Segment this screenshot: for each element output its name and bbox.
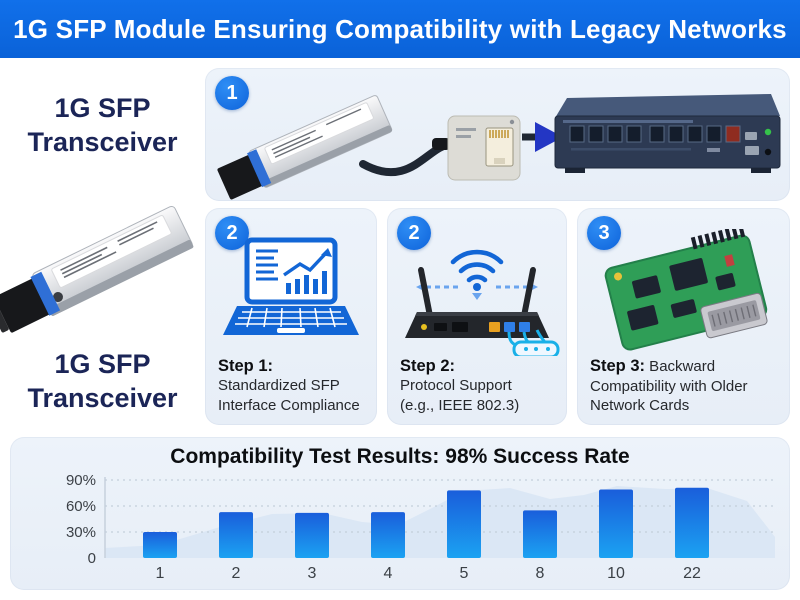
step-1-title: Step 1: xyxy=(218,357,274,375)
step-3-title: Step 3: xyxy=(590,357,646,375)
bar xyxy=(219,512,253,558)
step-badge-2a: 2 xyxy=(215,216,249,250)
area-silhouette xyxy=(105,486,775,558)
x-tick-label: 2 xyxy=(232,565,241,582)
step-1-text: Step 1: Standardized SFP Interface Compl… xyxy=(218,356,368,415)
bar xyxy=(371,512,405,558)
x-tick-label: 4 xyxy=(384,565,393,582)
chart-title: Compatibility Test Results: 98% Success … xyxy=(170,445,630,468)
bar-chart: 90% 60% 30% 0 1 2 3 4 5 8 10 22 xyxy=(66,472,775,582)
x-tick-label: 22 xyxy=(683,565,701,582)
bar xyxy=(675,487,709,558)
step-card-3: 3 xyxy=(577,208,790,425)
x-tick-label: 5 xyxy=(460,565,469,582)
bar xyxy=(523,510,557,558)
bar xyxy=(599,489,633,558)
connection-diagram-panel: 1 xyxy=(205,68,790,201)
step-badge-1: 1 xyxy=(215,76,249,110)
y-tick-label: 90% xyxy=(66,472,96,489)
x-tick-label: 8 xyxy=(536,565,545,582)
laptop-chart-icon xyxy=(205,230,377,356)
step-card-2: 2 xyxy=(387,208,567,425)
step-3-text: Step 3: Backward Compatibility with Olde… xyxy=(590,356,781,416)
x-axis-labels: 1 2 3 4 5 8 10 22 xyxy=(156,565,701,582)
header-bar: 1G SFP Module Ensuring Compatibility wit… xyxy=(0,0,800,58)
step-1-description: Standardized SFP Interface Compliance xyxy=(218,377,360,414)
sfp-transceiver-photo xyxy=(0,165,205,347)
bar xyxy=(295,512,329,558)
gridlines xyxy=(105,479,775,533)
bar xyxy=(143,532,177,558)
connection-diagram xyxy=(217,94,781,200)
bars xyxy=(143,487,709,558)
step-badge-2b: 2 xyxy=(397,216,431,250)
transceiver-label-top: 1G SFP Transceiver xyxy=(27,93,178,157)
wireless-router-icon xyxy=(387,230,567,356)
arrow-right-icon xyxy=(535,122,563,152)
step-3-description: Backward Compatibility with Older Networ… xyxy=(590,358,748,415)
ethernet-switch-image xyxy=(554,94,781,173)
x-tick-label: 3 xyxy=(308,565,317,582)
step-2-title: Step 2: xyxy=(400,357,456,375)
step-2-text: Step 2: Protocol Support (e.g., IEEE 802… xyxy=(400,356,558,415)
x-tick-label: 10 xyxy=(607,565,625,582)
y-tick-label: 30% xyxy=(66,524,96,541)
bar xyxy=(447,490,481,558)
y-tick-label: 60% xyxy=(66,498,96,515)
sfp-module-illustration xyxy=(0,205,194,333)
network-card-icon xyxy=(577,229,790,356)
y-axis-labels: 90% 60% 30% 0 xyxy=(66,472,96,567)
y-tick-label: 0 xyxy=(88,550,96,567)
step-card-1: 2 xyxy=(205,208,377,425)
step-badge-3: 3 xyxy=(587,216,621,250)
x-tick-label: 1 xyxy=(156,565,165,582)
chart-panel: Compatibility Test Results: 98% Success … xyxy=(10,437,790,590)
page-title: 1G SFP Module Ensuring Compatibility wit… xyxy=(13,13,787,44)
sfp-module-image xyxy=(217,95,393,200)
step-2-description: Protocol Support (e.g., IEEE 802.3) xyxy=(400,377,520,414)
rj45-adapter xyxy=(432,115,521,181)
transceiver-label-bottom: 1G SFP Transceiver xyxy=(27,349,178,413)
